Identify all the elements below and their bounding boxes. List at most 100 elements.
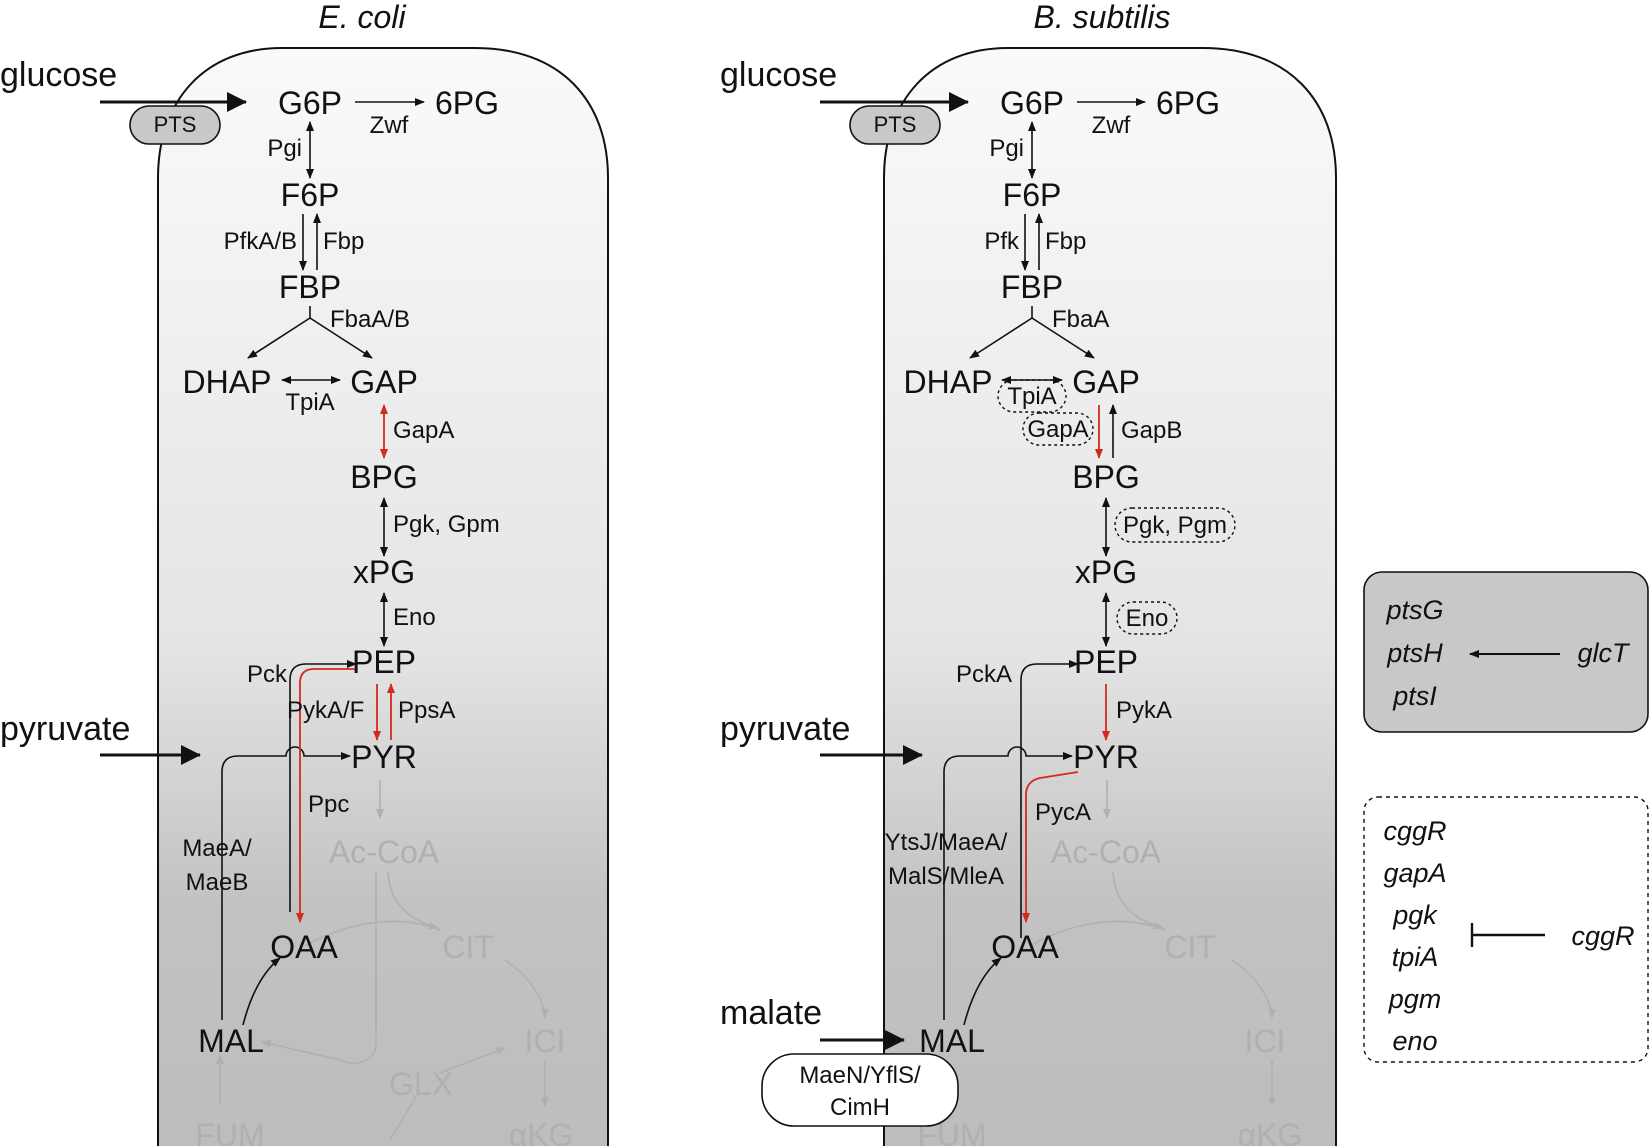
glct-target-1: ptsG [1385, 595, 1443, 625]
bsub-met-bpg: BPG [1072, 459, 1140, 495]
bsub-enz-pgk: Pgk, Pgm [1123, 512, 1227, 539]
cggr-regulon-box: cggR gapA pgk tpiA pgm eno cggR [1363, 796, 1649, 1063]
cggr-target-4: tpiA [1392, 942, 1439, 972]
bsub-met-cit: CIT [1164, 929, 1216, 965]
ecoli-met-f6p: F6P [281, 177, 340, 213]
ecoli-pts-label: PTS [154, 112, 197, 137]
bsub-enz-tpi: TpiA [1007, 383, 1056, 410]
ecoli-pts-transporter [129, 105, 221, 145]
bsub-cell-membrane [883, 47, 1337, 1146]
bsub-met-accoa: Ac-CoA [1051, 834, 1162, 870]
ecoli-ext-pyruvate: pyruvate [0, 710, 130, 748]
bsub-met-6pg: 6PG [1156, 85, 1220, 121]
ecoli-enz-ppc: Ppc [308, 791, 349, 818]
bsub-enz-pfk: Pfk [984, 228, 1020, 255]
bsub-enz-eno: Eno [1126, 605, 1169, 632]
bsub-enz-fbp: Fbp [1045, 228, 1086, 255]
bsub-pts-label: PTS [874, 112, 917, 137]
ecoli-enz-mae1: MaeA/ [182, 835, 252, 862]
ecoli-met-cit: CIT [442, 929, 494, 965]
ecoli-enz-pps: PpsA [398, 697, 455, 724]
ecoli-enz-pgi: Pgi [267, 135, 302, 162]
ecoli-met-oaa: OAA [270, 929, 338, 965]
ecoli-enz-pck: Pck [247, 661, 288, 688]
bsub-cggr-regulated-marks [997, 379, 1236, 635]
cggr-regulator: cggR [1571, 921, 1634, 951]
ecoli-panel: E. coli G6P 6PG F6P FBP DHAP GAP BPG xPG… [0, 0, 609, 1146]
bsub-tca-faded [1029, 780, 1276, 1107]
bsub-transporter-label-2: CimH [830, 1094, 890, 1121]
bsub-enz-zwf: Zwf [1092, 112, 1131, 139]
ecoli-met-mal: MAL [198, 1023, 264, 1059]
bsub-pts-transporter [849, 105, 941, 145]
ecoli-enz-pyk: PykA/F [287, 697, 364, 724]
ecoli-met-pyr: PYR [351, 739, 417, 775]
glct-regulon-box: ptsG ptsH ptsI glcT [1363, 571, 1649, 733]
bsub-title: B. subtilis [1034, 0, 1171, 35]
glct-target-3: ptsI [1392, 681, 1437, 711]
bsub-met-pep: PEP [1074, 644, 1138, 680]
bsub-enz-pyk: PykA [1116, 697, 1172, 724]
ecoli-red-fluxes [296, 404, 395, 923]
ecoli-tca-faded [216, 780, 549, 1141]
cggr-target-3: pgk [1392, 900, 1438, 930]
ecoli-met-xpg: xPG [353, 554, 415, 590]
ecoli-ext-glucose: glucose [0, 56, 117, 94]
bsub-transporter-label-1: MaeN/YflS/ [799, 1062, 921, 1089]
glct-regulator: glcT [1577, 638, 1631, 668]
ecoli-enz-gapa: GapA [393, 417, 454, 444]
bsub-met-gap: GAP [1072, 364, 1140, 400]
ecoli-met-fum: FUM [195, 1117, 264, 1146]
ecoli-met-6pg: 6PG [435, 85, 499, 121]
glct-target-2: ptsH [1386, 638, 1443, 668]
bsub-enz-mae1: YtsJ/MaeA/ [885, 829, 1008, 856]
ecoli-enz-pgk: Pgk, Gpm [393, 511, 500, 538]
ecoli-enz-fbp: Fbp [323, 228, 364, 255]
ecoli-met-akg: αKG [509, 1117, 574, 1146]
bsub-enz-fba: FbaA [1052, 306, 1109, 333]
ecoli-enz-mae2: MaeB [186, 869, 249, 896]
ecoli-reactions [100, 92, 425, 1026]
bsub-met-akg: αKG [1238, 1117, 1303, 1146]
ecoli-title: E. coli [318, 0, 406, 35]
bsub-enz-mae2: MalS/MleA [888, 863, 1004, 890]
ecoli-met-dhap: DHAP [183, 364, 272, 400]
cggr-target-6: eno [1392, 1026, 1437, 1056]
bsub-met-pyr: PYR [1073, 739, 1139, 775]
cggr-target-1: cggR [1383, 816, 1446, 846]
ecoli-enz-pfk: PfkA/B [224, 228, 297, 255]
ecoli-enz-zwf: Zwf [370, 112, 409, 139]
bsub-enz-pyc: PycA [1035, 799, 1091, 826]
bsub-met-ici: ICI [1245, 1023, 1286, 1059]
bsub-enz-gapa: GapA [1027, 416, 1088, 443]
ecoli-enz-tpi: TpiA [285, 389, 334, 416]
bsub-enz-gapb: GapB [1121, 417, 1182, 444]
bsub-met-fbp: FBP [1001, 269, 1063, 305]
ecoli-met-accoa: Ac-CoA [329, 834, 440, 870]
bsub-met-f6p: F6P [1003, 177, 1062, 213]
bsub-ext-glucose: glucose [720, 56, 837, 94]
ecoli-met-g6p: G6P [278, 85, 342, 121]
ecoli-met-gap: GAP [350, 364, 418, 400]
ecoli-cell-membrane [157, 47, 609, 1146]
ecoli-met-pep: PEP [352, 644, 416, 680]
bsub-reactions [820, 92, 1146, 1050]
ecoli-enz-fba: FbaA/B [330, 306, 410, 333]
bsub-ext-malate: malate [720, 994, 822, 1032]
bsub-enz-pgi: Pgi [989, 135, 1024, 162]
bsub-panel: B. subtilis G6P 6PG F6P FBP DHAP GAP BPG… [720, 0, 1337, 1146]
ecoli-enz-eno: Eno [393, 604, 436, 631]
ecoli-met-ici: ICI [525, 1023, 566, 1059]
ecoli-met-glx: GLX [389, 1066, 453, 1102]
bsub-enz-pck: PckA [956, 661, 1012, 688]
bsub-met-mal: MAL [919, 1023, 985, 1059]
bsub-ext-pyruvate: pyruvate [720, 710, 850, 748]
ecoli-met-fbp: FBP [279, 269, 341, 305]
ecoli-met-bpg: BPG [350, 459, 418, 495]
bsub-malate-transporter [761, 1053, 959, 1127]
bsub-met-oaa: OAA [991, 929, 1059, 965]
cggr-target-5: pgm [1388, 984, 1442, 1014]
bsub-met-dhap: DHAP [904, 364, 993, 400]
bsub-red-fluxes [1022, 405, 1110, 923]
